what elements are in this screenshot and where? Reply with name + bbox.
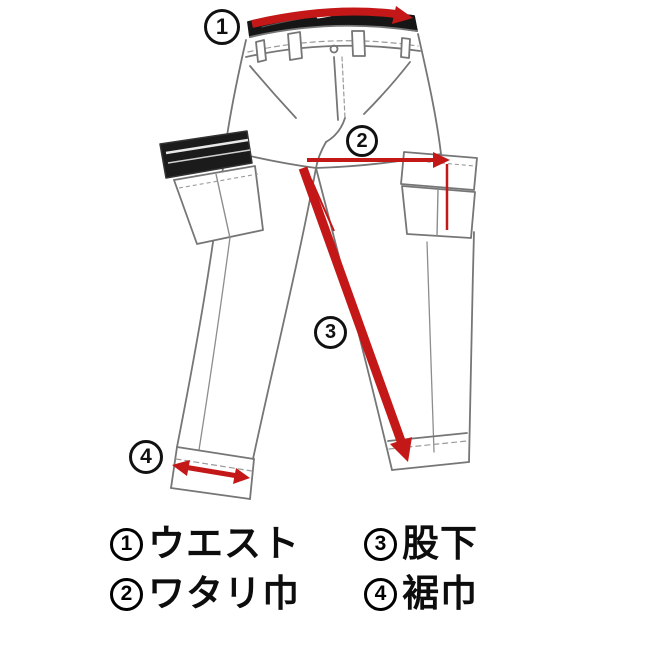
legend-label-thigh-width: ワタリ巾 [148, 572, 300, 614]
right-crease [426, 241, 435, 453]
measurement-legend: 1 ウエスト 2 ワタリ巾 3 股下 4 裾巾 [110, 523, 478, 615]
marker-inseam: 3 [314, 316, 347, 349]
legend-number-2: 2 [110, 577, 143, 611]
fly-seam [333, 56, 339, 121]
marker-hem-width: 4 [129, 440, 163, 474]
legend-item-waist: 1 ウエスト [110, 523, 300, 565]
legend-item-hem-width: 4 裾巾 [364, 572, 478, 615]
left-slash-pocket [249, 65, 297, 119]
right-pocket-body [401, 185, 476, 239]
inseam-arrow [298, 166, 412, 462]
waist-button [329, 44, 339, 54]
legend-column-2: 3 股下 4 裾巾 [364, 523, 478, 615]
marker-thigh-width: 2 [346, 125, 378, 157]
hem-width-arrow [172, 460, 250, 484]
legend-label-hem-width: 裾巾 [402, 572, 478, 614]
legend-item-thigh-width: 2 ワタリ巾 [110, 572, 300, 615]
legend-column-1: 1 ウエスト 2 ワタリ巾 [110, 523, 300, 615]
legend-label-inseam: 股下 [402, 523, 478, 564]
legend-item-inseam: 3 股下 [364, 523, 478, 565]
left-cargo-pocket [159, 130, 264, 245]
legend-label-waist: ウエスト [148, 523, 300, 564]
waist-arrow [251, 6, 413, 28]
legend-number-3: 3 [364, 527, 397, 561]
pants-outline [170, 10, 475, 500]
legend-number-1: 1 [110, 527, 143, 561]
right-slash-pocket [363, 61, 411, 115]
left-pocket-body [173, 165, 264, 245]
legend-number-4: 4 [364, 577, 397, 611]
measurement-arrows [172, 6, 450, 484]
thigh-width-arrow [307, 152, 450, 230]
marker-waist: 1 [204, 9, 240, 45]
